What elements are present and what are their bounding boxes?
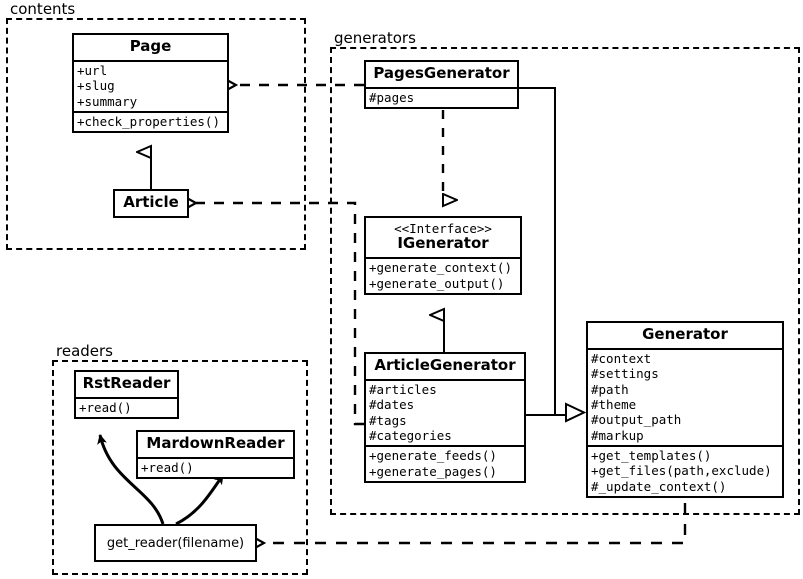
class-operations-article-generator: +generate_feeds()+generate_pages() [366,445,524,481]
class-title-page: Page [129,37,172,55]
class-operations-igenerator: +generate_context()+generate_output() [366,257,520,293]
class-box-page: Page +url+slug+summary +check_properties() [72,33,229,134]
package-generators [330,47,800,515]
class-operations-mardown-reader: +read() [138,456,293,477]
class-title-generator: Generator [642,325,728,343]
class-attributes-page: +url+slug+summary [74,59,227,111]
class-attributes-article-generator: #articles#dates#tags#categories [366,378,524,446]
class-box-mardown-reader: MardownReader +read() [136,430,295,480]
operation-row: +check_properties() [77,113,220,129]
operation-row: +generate_feeds() [369,448,497,464]
function-label: get_reader(filename) [106,535,245,551]
operation-row: +generate_pages() [369,463,497,479]
class-operations-generator: +get_templates()+get_files(path,exclude)… [588,445,782,496]
relation-articlegenerator-uses-article [196,203,364,426]
attribute-row: #tags [369,412,407,428]
attribute-row: #markup [591,427,644,443]
operation-row: +get_templates() [591,448,712,463]
class-stereotype-igenerator: <<Interface>> [394,221,492,236]
attribute-row: #path [591,381,629,397]
attribute-row: #categories [369,427,452,443]
class-title-igenerator: <<Interface>>IGenerator [366,218,520,257]
operation-row: +read() [79,399,132,415]
class-title-rst-reader: RstReader [82,374,171,392]
function-box-get-reader: get_reader(filename) [94,524,257,562]
relation-get-reader-creates-rstreader [97,434,165,525]
class-title-article-generator: ArticleGenerator [374,356,516,374]
class-attributes-generator: #context#settings#path#theme#output_path… [588,347,782,445]
operation-row: +generate_output() [369,275,505,291]
class-attributes-pages-generator: #pages [366,86,517,107]
class-box-generator: Generator #context#settings#path#theme#ou… [586,321,784,499]
class-box-pages-generator: PagesGenerator #pages [364,60,519,110]
attribute-row: #settings [591,366,659,382]
class-name-igenerator: IGenerator [397,234,489,253]
operation-row: +generate_context() [369,260,512,276]
attribute-row: +url [77,62,108,78]
attribute-row: #theme [591,396,637,412]
class-box-rst-reader: RstReader +read() [74,370,179,420]
attribute-row: #articles [369,381,437,397]
operation-row: #_update_context() [591,478,727,494]
class-operations-page: +check_properties() [74,110,227,131]
attribute-row: +slug [77,78,115,94]
attribute-row: #dates [369,397,415,413]
class-box-article-generator: ArticleGenerator #articles#dates#tags#cat… [364,352,526,483]
class-title-article: Article [123,193,179,211]
relation-get-reader-creates-mardownreader [175,474,225,526]
class-box-igenerator: <<Interface>>IGenerator+generate_context… [364,216,522,295]
class-operations-rst-reader: +read() [76,396,177,417]
package-readers-label: readers [54,342,115,360]
operation-row: +get_files(path,exclude) [591,463,772,479]
operation-row: +read() [141,459,194,475]
class-box-article: Article [113,189,189,218]
package-readers [52,360,308,575]
class-title-mardown-reader: MardownReader [146,434,285,452]
attribute-row: #pages [369,89,415,105]
attribute-row: #context [591,350,652,366]
relation-generators-inherit-generator [519,87,587,423]
attribute-row: #output_path [591,412,682,428]
relation-generator-uses-get-reader [264,503,687,543]
package-generators-label: generators [332,29,418,47]
package-contents-label: contents [8,0,78,18]
package-contents [6,18,306,250]
class-title-pages-generator: PagesGenerator [373,64,510,82]
attribute-row: +summary [77,93,138,109]
